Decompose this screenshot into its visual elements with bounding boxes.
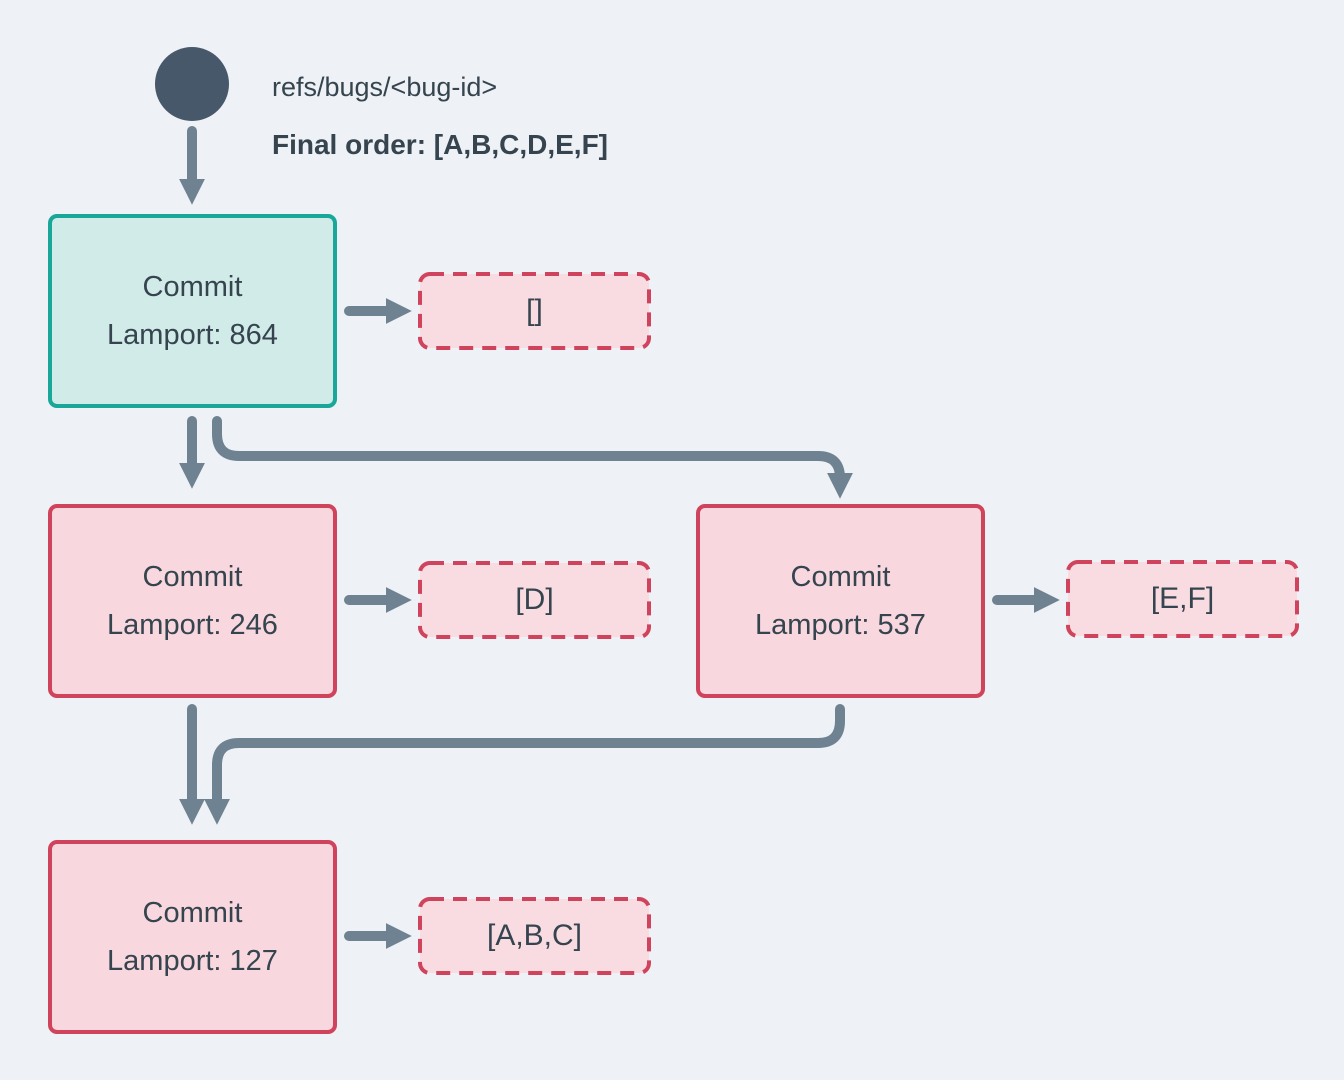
final-order-label: Final order: [A,B,C,D,E,F] [272, 129, 608, 160]
payload-label-abc: [A,B,C] [486, 919, 583, 952]
payload-box-abc [418, 897, 651, 975]
commit-lamport: Lamport: 246 [107, 609, 278, 641]
payload-label-ef: [E,F] [1150, 582, 1215, 615]
payload-box-ef [1066, 560, 1299, 638]
arrow-864-to-537 [212, 416, 853, 499]
payload-label-empty: [] [526, 294, 543, 327]
arrow-537-to-127 [204, 704, 845, 825]
commit-lamport: Lamport: 537 [755, 609, 926, 641]
commit-node-537: Commit Lamport: 537 [696, 504, 985, 698]
payload-box-d [418, 561, 651, 639]
commit-title: Commit [142, 271, 243, 303]
payload-label-d: [D] [515, 583, 554, 616]
payload-box-empty [418, 272, 651, 350]
commit-lamport: Lamport: 127 [107, 945, 278, 977]
commit-node-864: Commit Lamport: 864 [48, 214, 337, 408]
commit-node-127: Commit Lamport: 127 [48, 840, 337, 1034]
ref-name-label: refs/bugs/<bug-id> [272, 72, 498, 102]
ref-head-node [155, 47, 229, 121]
commit-title: Commit [142, 897, 243, 929]
commit-lamport: Lamport: 864 [107, 319, 278, 351]
commit-title: Commit [142, 561, 243, 593]
commit-node-246: Commit Lamport: 246 [48, 504, 337, 698]
commit-title: Commit [790, 561, 891, 593]
